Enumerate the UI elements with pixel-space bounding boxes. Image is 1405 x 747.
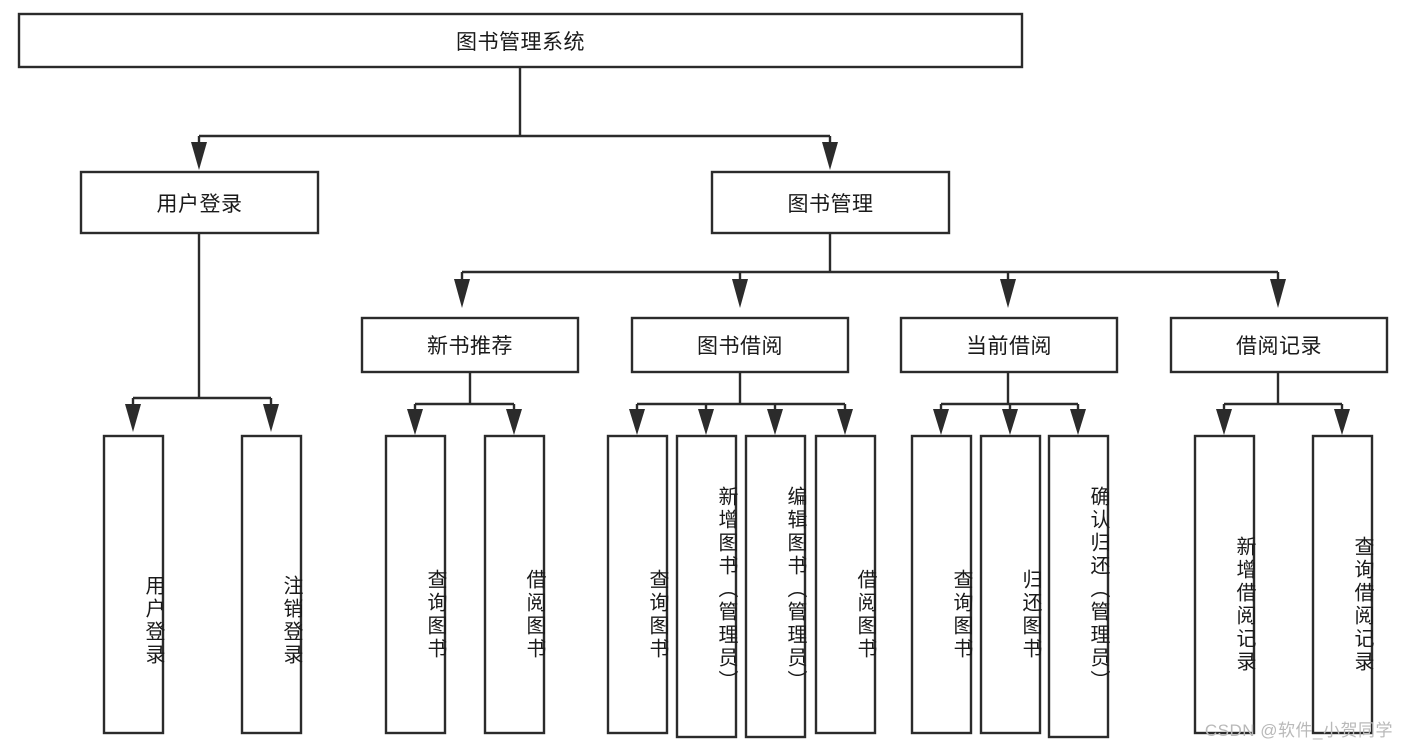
node-box-book-borrow[interactable]: [630, 316, 850, 374]
leaf-box-bookborrow-borrow[interactable]: [814, 434, 877, 735]
node-box-current-borrow[interactable]: [899, 316, 1119, 374]
node-box-root[interactable]: [17, 12, 1024, 69]
arrow-head-newbook-leaf-1: [407, 409, 423, 435]
leaf-box-newbook-borrow[interactable]: [483, 434, 546, 735]
leaf-box-bookborrow-edit[interactable]: [744, 434, 807, 739]
node-box-user-login[interactable]: [79, 170, 320, 235]
arrow-head-bookborrow-leaf-3: [767, 409, 783, 435]
arrow-head-leaf-logout: [263, 404, 279, 432]
arrow-head-book-manage: [822, 142, 838, 170]
arrow-head-bookborrow-leaf-4: [837, 409, 853, 435]
leaf-box-currentborrow-query[interactable]: [910, 434, 973, 735]
arrow-head-current-borrow: [1000, 279, 1016, 308]
leaf-box-user-login[interactable]: [102, 434, 165, 735]
leaf-box-newbook-query[interactable]: [384, 434, 447, 735]
leaf-box-currentborrow-return[interactable]: [979, 434, 1042, 735]
arrow-head-bookborrow-leaf-1: [629, 409, 645, 435]
node-box-borrow-record[interactable]: [1169, 316, 1389, 374]
arrow-head-user-login: [191, 142, 207, 170]
arrow-head-currentborrow-leaf-2: [1002, 409, 1018, 435]
arrow-head-borrow-record: [1270, 279, 1286, 308]
leaf-box-bookborrow-add[interactable]: [675, 434, 738, 739]
leaf-box-logout[interactable]: [240, 434, 303, 735]
arrow-head-newbook-leaf-2: [506, 409, 522, 435]
node-box-book-manage[interactable]: [710, 170, 951, 235]
arrow-head-currentborrow-leaf-3: [1070, 409, 1086, 435]
arrow-head-new-book: [454, 279, 470, 308]
arrow-head-borrowrecord-leaf-2: [1334, 409, 1350, 435]
leaf-box-currentborrow-confirm[interactable]: [1047, 434, 1110, 739]
leaf-box-borrowrecord-query[interactable]: [1311, 434, 1374, 735]
csdn-watermark: CSDN @软件_小贺同学: [1204, 721, 1393, 740]
leaf-box-borrowrecord-add[interactable]: [1193, 434, 1256, 735]
arrow-head-currentborrow-leaf-1: [933, 409, 949, 435]
arrow-head-borrowrecord-leaf-1: [1216, 409, 1232, 435]
arrow-head-bookborrow-leaf-2: [698, 409, 714, 435]
node-box-new-book-recommend[interactable]: [360, 316, 580, 374]
arrow-head-book-borrow: [732, 279, 748, 308]
leaf-box-bookborrow-query[interactable]: [606, 434, 669, 735]
arrow-head-leaf-user-login: [125, 404, 141, 432]
